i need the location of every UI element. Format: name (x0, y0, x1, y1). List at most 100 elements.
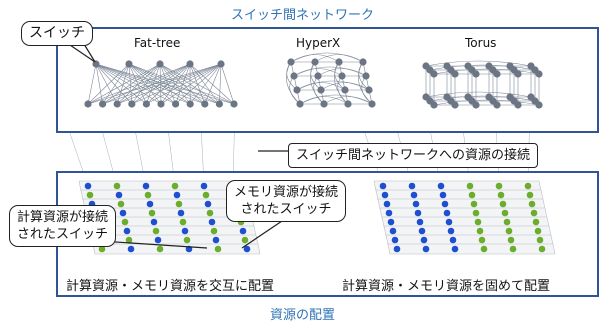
hyperx-link (317, 68, 367, 77)
network-link (102, 63, 161, 105)
compute-resource (243, 245, 251, 253)
memory-resource (152, 227, 160, 235)
compute-resource (154, 236, 162, 244)
network-link (95, 63, 191, 105)
compute-resource (383, 200, 391, 208)
hyperx-switch (320, 100, 328, 108)
memory-resource (501, 209, 509, 217)
alternating-grid-row-plate (80, 189, 249, 201)
compute-resource (173, 191, 181, 199)
grouped-grid-row-plate (373, 180, 542, 192)
compute-resource (408, 182, 416, 190)
memory-switch-callout: メモリ資源が接続 されたスイッチ (226, 180, 347, 222)
memory-resource (175, 200, 183, 208)
torus-switch (514, 101, 522, 109)
network-link (146, 63, 222, 105)
torus-switch (535, 70, 543, 78)
network-link (128, 63, 133, 105)
memory-resource (86, 191, 94, 199)
hyperx-switch (368, 100, 376, 108)
fat-tree-leaf-switch (186, 100, 194, 108)
torus-wrap-link (429, 64, 536, 71)
fat-tree-spine-switch (92, 60, 100, 68)
fat-tree-leaf-switch (172, 100, 180, 108)
memory-resource (179, 218, 187, 226)
compute-resource (379, 182, 387, 190)
memory-resource (538, 245, 546, 253)
compute-resource (177, 209, 185, 217)
network-link (87, 63, 97, 105)
hyperx-link (323, 96, 373, 105)
network-link (95, 63, 103, 105)
fat-tree-leaf-switch (201, 100, 209, 108)
compute-resource (441, 200, 449, 208)
compute-resource (123, 227, 131, 235)
network-link (219, 63, 222, 105)
compute-resource (418, 227, 426, 235)
memory-resource (476, 227, 484, 235)
memory-resource (524, 182, 532, 190)
compute-resource (449, 236, 457, 244)
network-link (102, 63, 191, 105)
fat-tree-leaf-switch (99, 100, 107, 108)
hyperx-switch (344, 100, 352, 108)
hyperx-switch (362, 72, 370, 80)
network-link (220, 63, 235, 105)
network-link (102, 63, 130, 105)
grouped-grid-row-plate (379, 207, 548, 219)
network-link (102, 63, 222, 105)
network-link (128, 63, 162, 105)
hyperx-switch (359, 58, 367, 66)
memory-resource (536, 236, 544, 244)
memory-resource (532, 218, 540, 226)
network-link (128, 63, 191, 105)
network-link (189, 63, 235, 105)
memory-resource (125, 236, 133, 244)
compute-resource (385, 209, 393, 217)
hyperx-switch (365, 86, 373, 94)
hyperx-switch (317, 86, 325, 94)
hyperx-switch (341, 86, 349, 94)
network-link (128, 63, 147, 105)
grouped-grid-row-plate (383, 225, 552, 237)
compute-resource (212, 236, 220, 244)
hyperx-link (334, 61, 349, 105)
memory-resource (117, 200, 125, 208)
hyperx-switch (293, 86, 301, 94)
memory-resource (478, 236, 486, 244)
torus-switch (472, 101, 480, 109)
compute-resource (414, 209, 422, 217)
resource-grids (78, 180, 556, 255)
memory-resource (144, 191, 152, 199)
compute-resource (447, 227, 455, 235)
network-link (95, 63, 118, 105)
torus-switch (493, 70, 501, 78)
memory-resource (210, 227, 218, 235)
grouped-grid-row-plate (385, 234, 554, 246)
network-link (128, 63, 176, 105)
compute-resource (146, 200, 154, 208)
compute-resource (239, 227, 247, 235)
compute-resource (389, 227, 397, 235)
compute-resource (393, 245, 401, 253)
torus-switch (535, 101, 543, 109)
torus-wrap-link (433, 68, 540, 75)
network-link (95, 63, 162, 105)
torus-switch (430, 70, 438, 78)
network-link (95, 63, 235, 105)
hyperx-switch (335, 58, 343, 66)
top-caption: スイッチ間ネットワーク (230, 8, 374, 23)
network-link (128, 63, 205, 105)
compute-resource (422, 245, 430, 253)
compute-resource (443, 209, 451, 217)
network-link (159, 63, 191, 105)
hyperx-link (286, 61, 301, 105)
memory-resource (121, 218, 129, 226)
torus-switch (451, 101, 459, 109)
network-link (189, 63, 206, 105)
torus-wrap-link (425, 91, 532, 98)
hyperx-title: HyperX (296, 36, 341, 50)
memory-resource (183, 236, 191, 244)
fat-tree-title: Fat-tree (134, 36, 181, 50)
